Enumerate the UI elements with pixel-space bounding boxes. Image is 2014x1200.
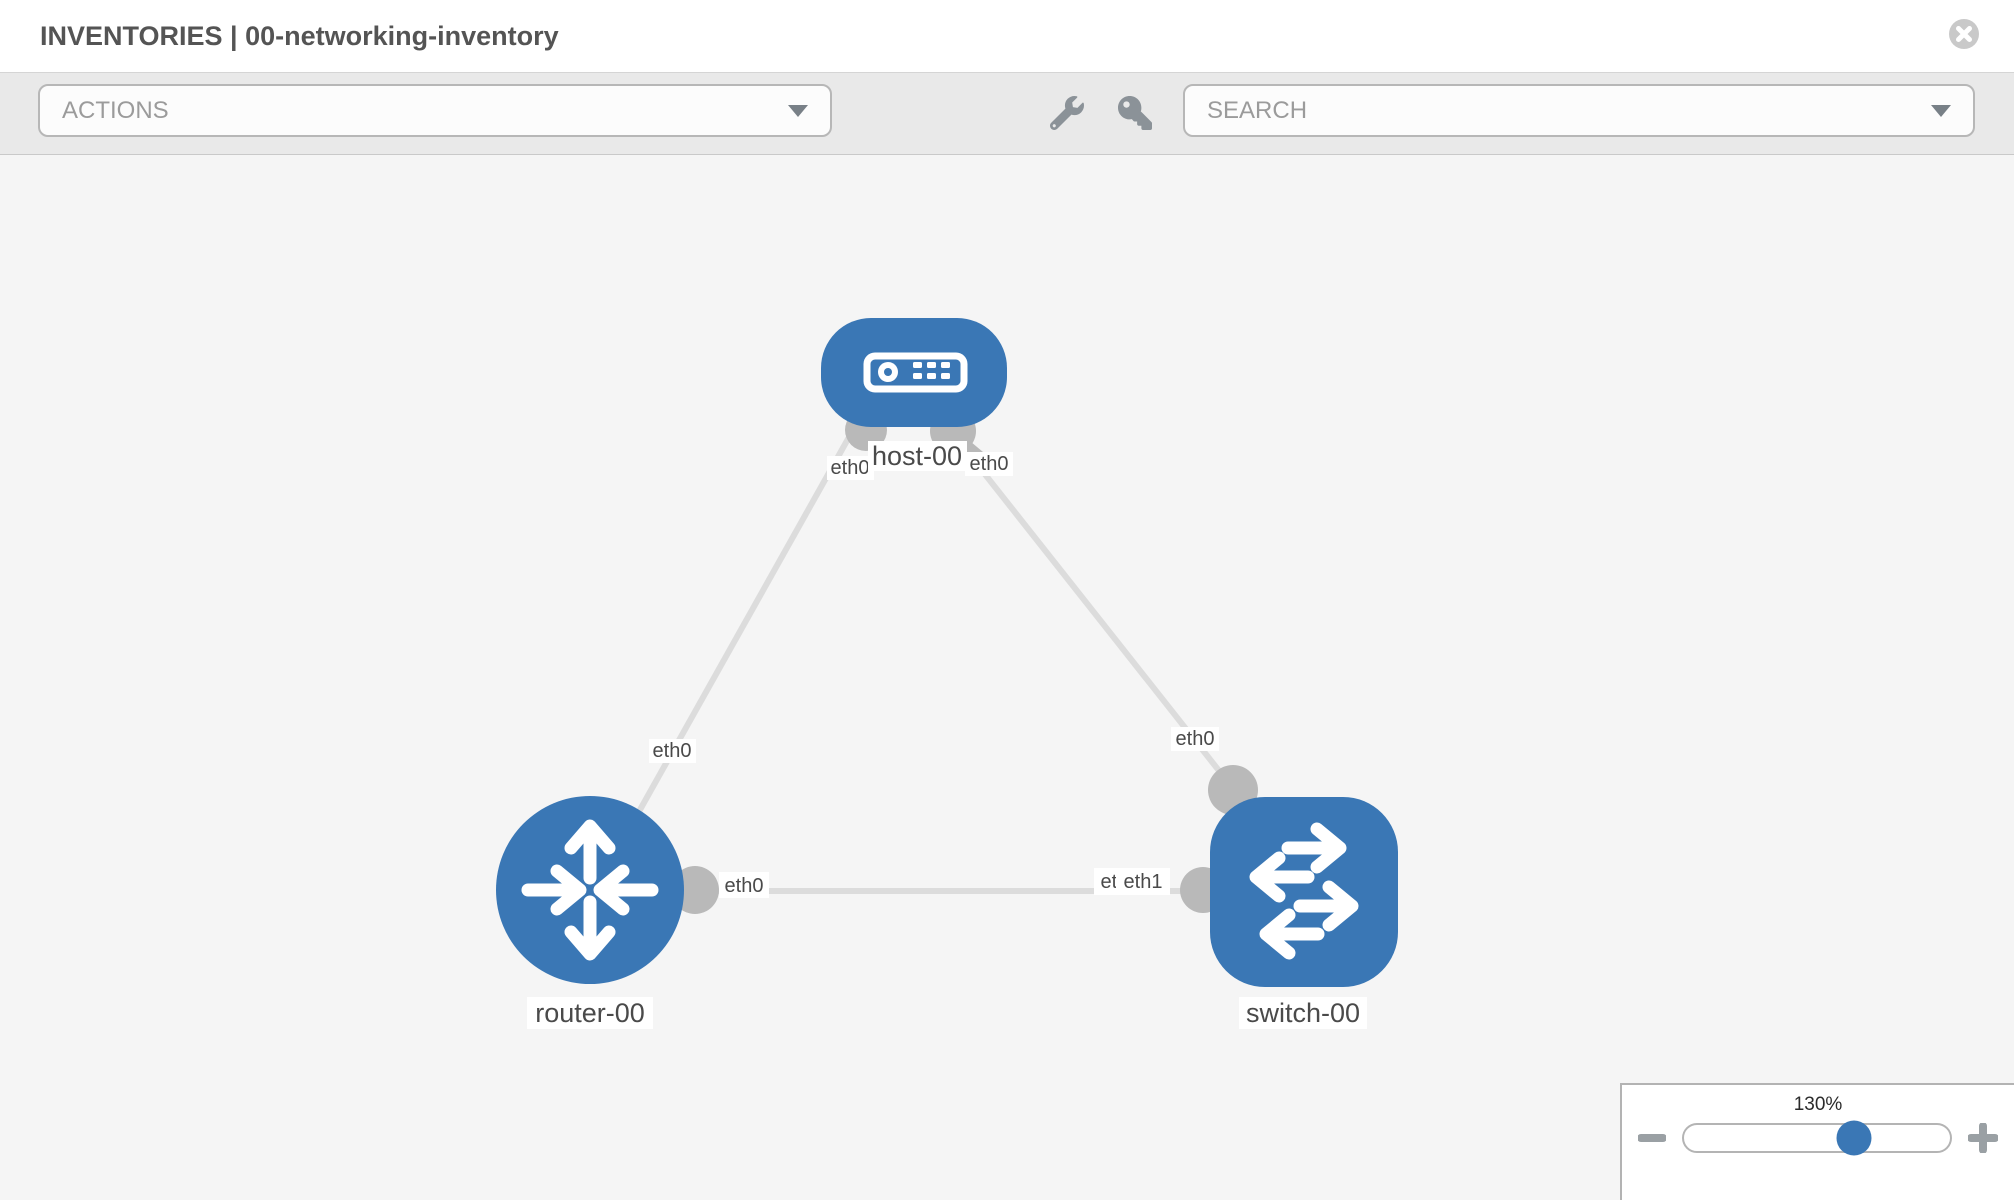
credentials-button[interactable] [1117, 95, 1153, 131]
interface-label: eth1 [1124, 871, 1163, 893]
node-switch[interactable] [1210, 797, 1398, 987]
key-icon [1118, 96, 1152, 130]
node-labels: host-00 router-00 switch-00 [527, 441, 1367, 1029]
header: INVENTORIES | 00-networking-inventory [0, 0, 2014, 73]
zoom-panel: 130% [1620, 1083, 2014, 1200]
zoom-level: 130% [1793, 1094, 1843, 1115]
node-label-switch: switch-00 [1246, 998, 1360, 1028]
topology-links [590, 428, 1238, 894]
node-host[interactable] [821, 318, 1007, 427]
interface-labels: eth0 eth0 eth0 eth0 eth0 eth1 eth1 [649, 452, 1219, 898]
close-icon [1949, 19, 1979, 49]
interface-label: eth0 [831, 457, 870, 479]
interface-label: eth0 [970, 453, 1009, 475]
actions-dropdown-label: ACTIONS [62, 96, 169, 124]
interface-label: eth0 [725, 875, 764, 897]
minus-icon [1638, 1134, 1666, 1142]
page-title: INVENTORIES | 00-networking-inventory [40, 21, 559, 51]
search-dropdown[interactable]: SEARCH [1183, 84, 1975, 137]
actions-dropdown[interactable]: ACTIONS [38, 84, 832, 137]
router-icon [521, 819, 659, 961]
search-dropdown-label: SEARCH [1207, 96, 1308, 124]
close-button[interactable] [1948, 18, 1980, 50]
interface-connectors [671, 408, 1258, 914]
zoom-slider-knob[interactable] [1836, 1120, 1872, 1156]
plus-icon [1968, 1123, 1998, 1153]
switch-icon [1249, 822, 1359, 960]
chevron-down-icon [788, 104, 808, 117]
node-router[interactable] [496, 796, 684, 984]
chevron-down-icon [1931, 104, 1951, 117]
toolbar: ACTIONS SEARCH [0, 72, 2014, 155]
host-icon [863, 352, 968, 393]
interface-label: eth0 [1176, 728, 1215, 750]
zoom-in-button[interactable] [1968, 1123, 1998, 1153]
topology-canvas[interactable]: eth0 eth0 eth0 eth0 eth0 eth1 eth1 host-… [0, 155, 2014, 1200]
zoom-out-button[interactable] [1638, 1132, 1666, 1144]
zoom-slider[interactable] [1682, 1120, 1952, 1156]
interface-label: eth0 [653, 740, 692, 762]
configure-button[interactable] [1049, 95, 1085, 131]
node-label-router: router-00 [535, 998, 645, 1028]
wrench-icon [1050, 96, 1084, 130]
node-label-host: host-00 [872, 441, 962, 471]
toolbar-tools [1049, 72, 1153, 154]
